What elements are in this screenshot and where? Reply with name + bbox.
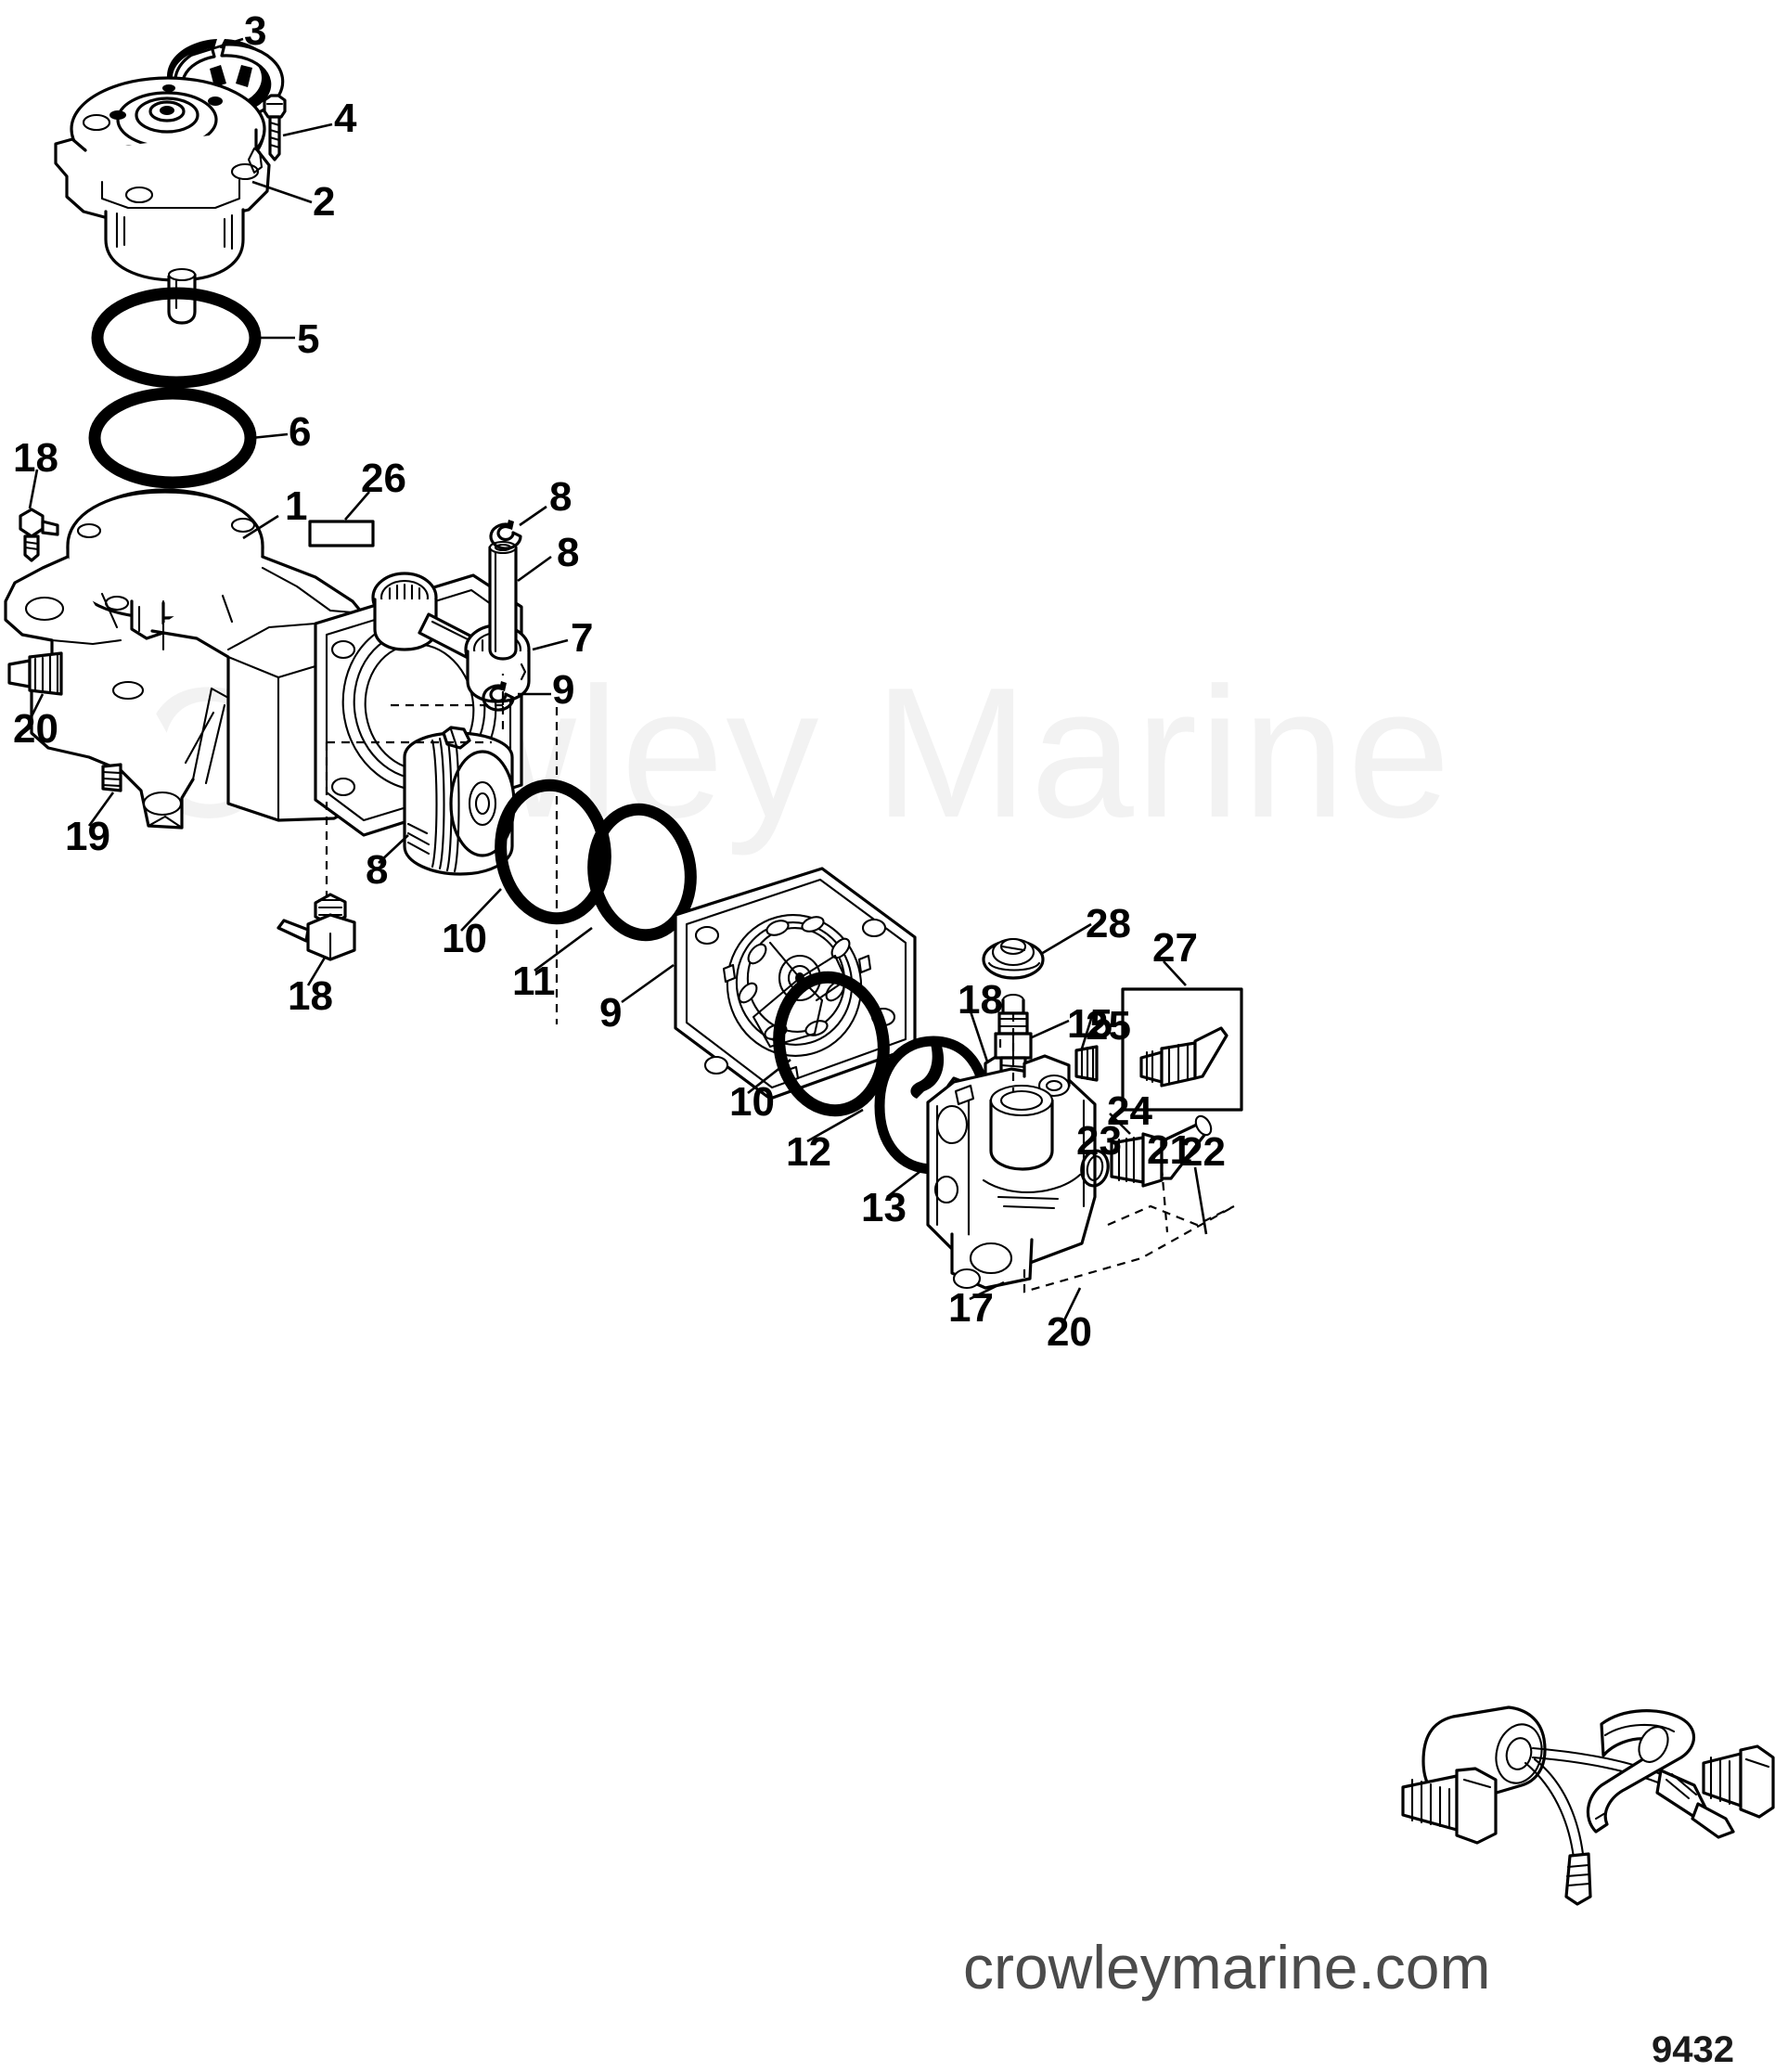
part-oring-24 — [1080, 1149, 1110, 1188]
callout-13[interactable]: 12 — [786, 1129, 831, 1175]
part-oring-11a — [495, 779, 611, 925]
part-valve-body-14 — [926, 1054, 1097, 1290]
callout-12[interactable]: 11 — [512, 959, 556, 1004]
part-label-plate-28 — [308, 520, 375, 547]
callout-11a[interactable]: 10 — [442, 916, 487, 961]
part-pump-housing-2 — [54, 76, 271, 325]
part-screw-4 — [263, 94, 287, 161]
part-bracket-clamp-22 — [1586, 1709, 1696, 1834]
callout-21[interactable]: 20 — [1047, 1309, 1092, 1355]
callout-14[interactable]: 13 — [861, 1185, 907, 1230]
callout-4[interactable]: 4 — [334, 96, 357, 141]
part-elbow-fitting-18a — [277, 893, 356, 961]
callout-1[interactable]: 1 — [285, 483, 307, 529]
part-retaining-ring-9-upper — [489, 520, 522, 550]
part-bolt-23 — [1702, 1744, 1775, 1819]
callout-19[interactable]: 19 — [65, 814, 110, 859]
callout-11b[interactable]: 10 — [729, 1079, 775, 1125]
part-boxed-fitting-27 — [1121, 987, 1243, 1112]
callout-16[interactable]: 17 — [948, 1285, 994, 1331]
callout-18a[interactable]: 18 — [288, 973, 333, 1019]
callout-18b[interactable]: 18 — [958, 977, 1003, 1023]
part-oring-6 — [88, 387, 257, 489]
callout-28[interactable]: 26 — [361, 456, 406, 501]
footer-url: crowleymarine.com — [963, 1933, 1490, 2001]
callout-20[interactable]: 20 — [13, 706, 58, 752]
part-elbow-fitting-17 — [19, 508, 59, 562]
callout-24[interactable]: 23 — [1076, 1118, 1122, 1164]
callout-8a[interactable]: 8 — [557, 530, 579, 575]
callout-2[interactable]: 2 — [313, 179, 335, 225]
callout-23[interactable]: 22 — [1180, 1129, 1226, 1175]
part-oring-12 — [587, 803, 697, 942]
part-oring-11b — [773, 971, 890, 1117]
part-oring-5 — [91, 287, 262, 389]
callout-22[interactable]: 21 — [1147, 1127, 1192, 1173]
callout-3[interactable]: 3 — [244, 8, 266, 54]
part-connecting-rod-7 — [371, 572, 531, 703]
callout-8b[interactable]: 8 — [366, 847, 388, 893]
leader-lines — [28, 37, 1235, 1323]
callout-6[interactable]: 6 — [289, 409, 311, 455]
callout-10[interactable]: 9 — [599, 990, 622, 1036]
part-fitting-20 — [7, 651, 63, 696]
callout-9b[interactable]: 9 — [552, 667, 574, 713]
callout-29[interactable]: 28 — [1086, 901, 1131, 946]
part-bolt-16 — [1401, 1767, 1498, 1845]
callout-7[interactable]: 7 — [571, 615, 593, 661]
callout-25[interactable]: 24 — [1107, 1088, 1152, 1134]
part-hose-fitting-25 — [1110, 1114, 1213, 1188]
callout-27[interactable]: 27 — [1152, 925, 1198, 971]
callout-26[interactable]: 25 — [1086, 1003, 1131, 1049]
callout-15[interactable]: 15 — [1067, 1001, 1113, 1047]
figure-number: 9432 — [1652, 2029, 1734, 2070]
callout-5[interactable]: 5 — [297, 316, 319, 362]
part-plug-26 — [1074, 1045, 1099, 1082]
callout-9a[interactable]: 8 — [549, 474, 572, 520]
callout-17[interactable]: 18 — [13, 435, 58, 481]
part-set-screw-19 — [101, 763, 122, 792]
part-cap-29 — [982, 937, 1045, 980]
